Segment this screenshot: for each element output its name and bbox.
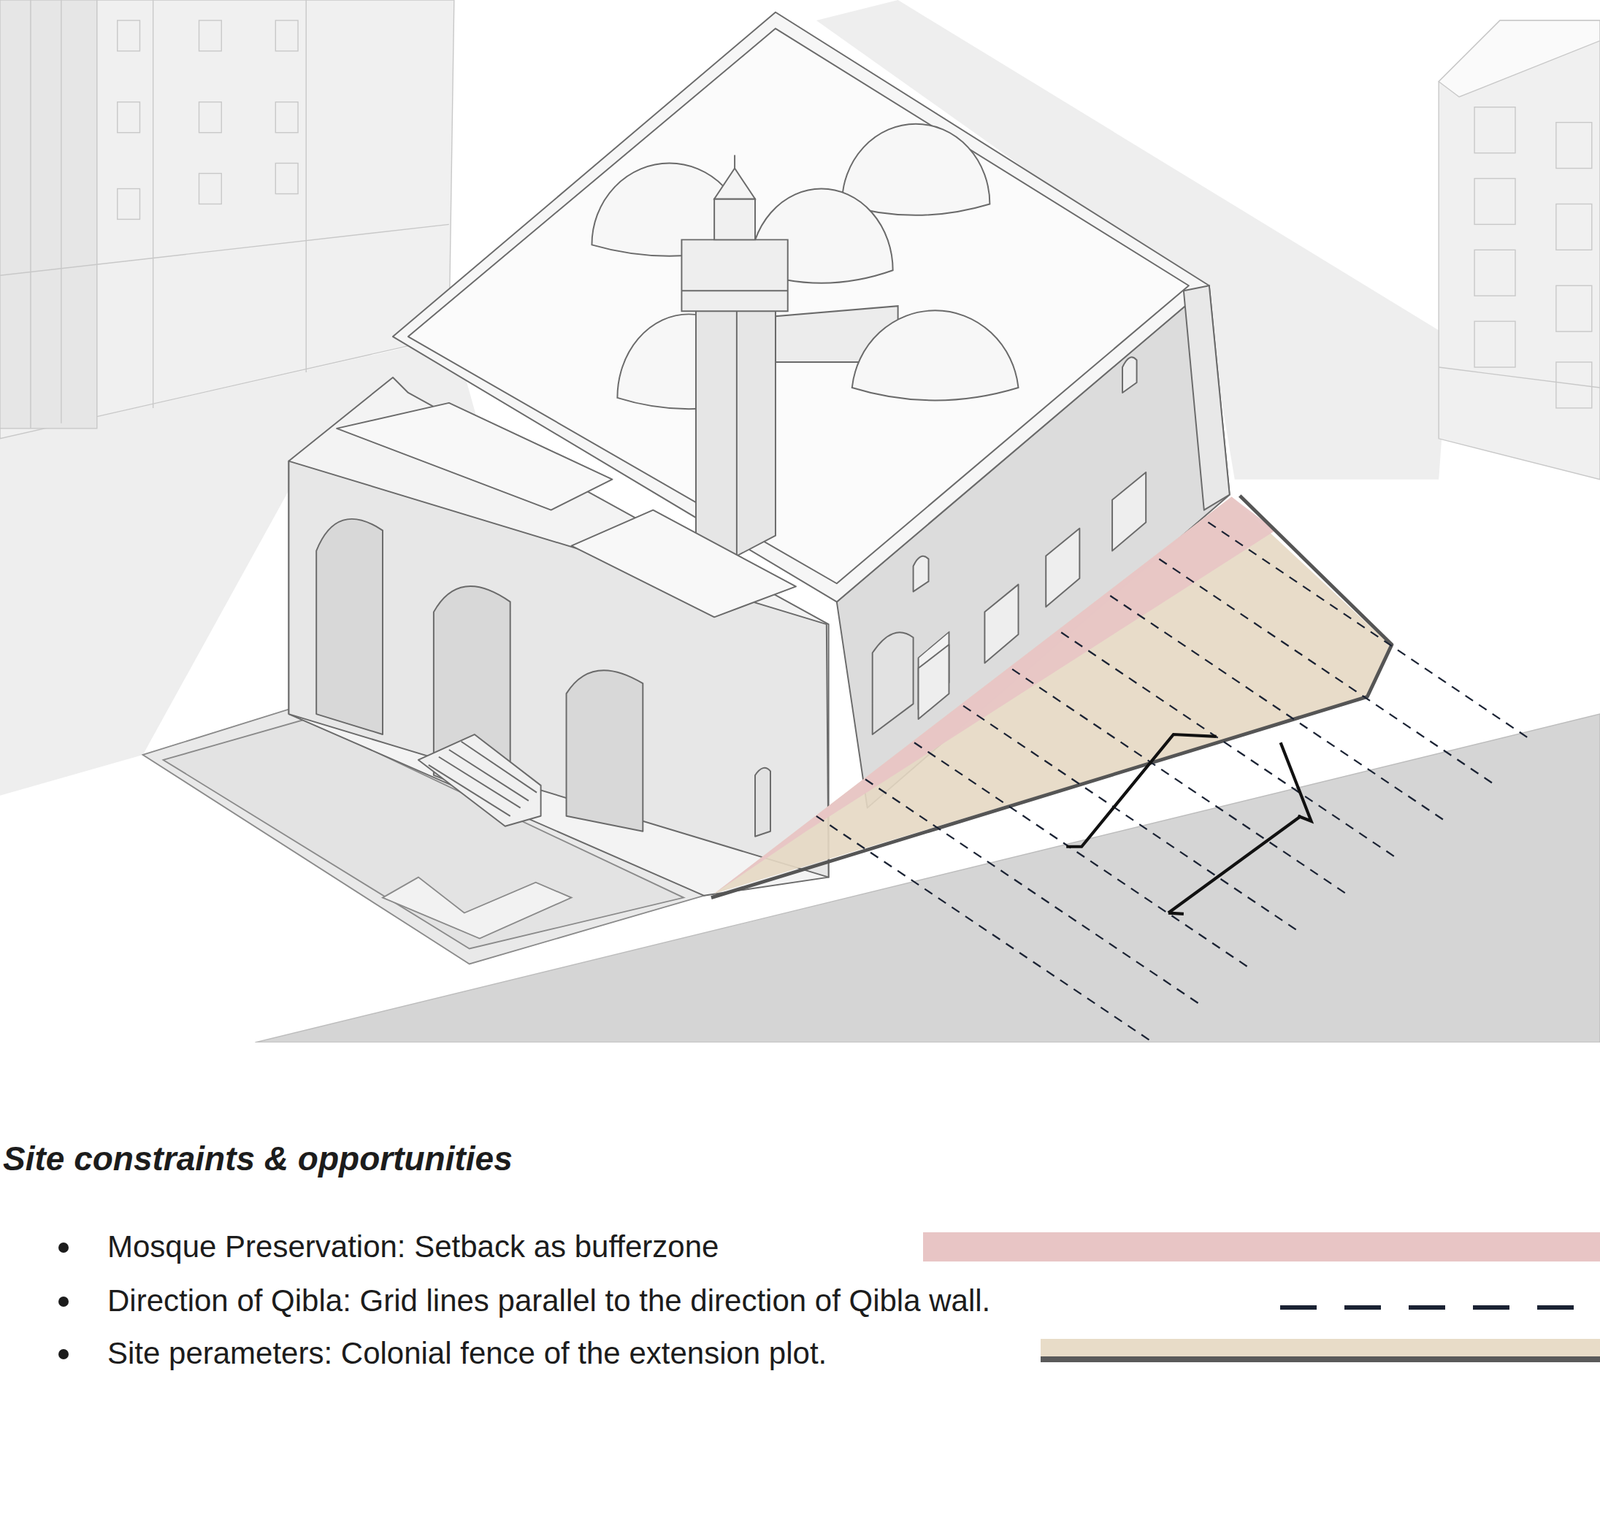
bullet-dot: [58, 1296, 69, 1308]
mosque-illustration: [0, 0, 1600, 1043]
dash-line: [1280, 1304, 1600, 1311]
legend-item: Mosque Preservation: Setback as bufferzo…: [0, 1226, 1600, 1271]
fence-line: [1040, 1356, 1600, 1363]
dash-swatch: [1280, 1300, 1600, 1307]
bullet-dot: [58, 1242, 69, 1254]
legend-item: Direction of Qibla: Grid lines parallel …: [0, 1280, 1600, 1325]
legend-title: Site constraints & opportunities: [2, 1139, 513, 1179]
color-swatch: [1040, 1339, 1600, 1363]
legend-item: Site perameters: Colonial fence of the e…: [0, 1333, 1600, 1378]
legend-text: Site perameters: Colonial fence of the e…: [107, 1336, 827, 1372]
bullet-dot: [58, 1349, 69, 1360]
legend-text: Direction of Qibla: Grid lines parallel …: [107, 1283, 991, 1319]
color-swatch: [923, 1232, 1600, 1262]
legend-text: Mosque Preservation: Setback as bufferzo…: [107, 1229, 719, 1265]
